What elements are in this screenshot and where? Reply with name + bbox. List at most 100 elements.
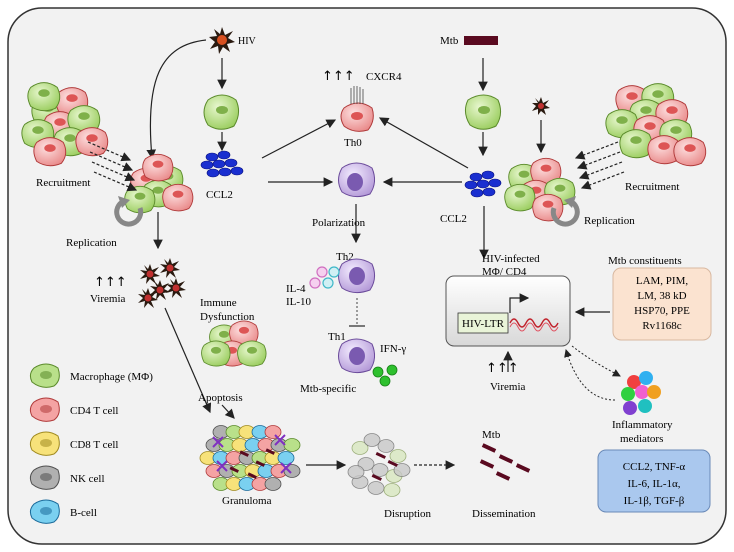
- legend-nucleus: [40, 405, 52, 413]
- th1-cell: [338, 338, 376, 374]
- granuloma-mtb: [255, 460, 265, 467]
- recruited-cell-topleft: [33, 137, 67, 167]
- hiv-label: HIV: [238, 36, 257, 47]
- immune-dysfunction-label-2: Dysfunction: [200, 311, 255, 323]
- legend-label: B-cell: [70, 507, 97, 519]
- cxcr4-cd4-cell: [340, 86, 374, 132]
- mtb-constituents-title: Mtb constituents: [608, 255, 682, 267]
- legend-nucleus: [40, 473, 52, 481]
- ccl2-to-cxcr4-arrow-left: [261, 119, 337, 159]
- constituent-line: Rv1168c: [642, 320, 681, 332]
- recruited-cell-topleft: [75, 127, 109, 157]
- disseminated-mtb-icon: [479, 443, 531, 481]
- hiv-ltr-label: HIV-LTR: [462, 318, 505, 330]
- apoptotic-mark: [212, 436, 224, 448]
- mtb-top-label: Mtb: [440, 35, 459, 47]
- hiv-virion-icon: [209, 27, 235, 54]
- disruption-label: Disruption: [384, 508, 432, 520]
- replication-icon-right: [550, 196, 580, 227]
- granuloma-cell: [283, 438, 301, 452]
- mtb-constituents-box: [612, 267, 712, 341]
- hiv-infected-cell-box: [445, 275, 571, 347]
- inflammatory-mediators-cluster: [621, 371, 661, 415]
- dysfunction-cell: [237, 340, 267, 367]
- dysfunction-cell: [229, 320, 259, 347]
- recruited-cell-topleft: [27, 82, 61, 112]
- il4-il10-cytokines: [309, 266, 340, 289]
- viremia-label-right: Viremia: [490, 381, 525, 393]
- viremia-virions-left: [138, 258, 186, 308]
- immune-dysfunction-label-1: Immune: [200, 297, 237, 309]
- ccl2-to-cxcr4-arrow-right: [378, 117, 469, 169]
- apoptosis-arrow: [221, 404, 235, 419]
- constituent-line: LAM, PIM,: [636, 275, 689, 287]
- viremia-to-granuloma-arrow: [164, 307, 212, 414]
- ifn-gamma-cytokines: [372, 364, 398, 387]
- mtb-bacterium-top: [464, 36, 498, 45]
- disrupted-cell: [367, 481, 385, 495]
- legend-nucleus: [40, 371, 52, 379]
- disrupted-mtb: [375, 451, 386, 459]
- cells-layer: [21, 82, 707, 367]
- mediator-line: IL-1β, TGF-β: [624, 495, 685, 507]
- constituent-line: HSP70, PPE: [634, 305, 690, 317]
- inflammatory-label-2: mediators: [620, 433, 663, 445]
- granuloma-mtb: [247, 472, 257, 479]
- disrupted-granuloma-icon: [347, 433, 411, 497]
- disrupted-cell: [393, 463, 411, 477]
- inflammatory-label-1: Inflammatory: [612, 419, 673, 431]
- ccl2-cluster-left: [200, 150, 244, 178]
- disrupted-cell: [383, 483, 401, 497]
- disrupted-cell: [389, 449, 407, 463]
- legend-item: Macrophage (MΦ): [29, 363, 153, 388]
- macrophage-cell-left: [203, 94, 240, 130]
- recruited-cell-topright: [673, 137, 707, 167]
- hiv-rna-strand: [509, 318, 559, 328]
- legend-item: B-cell: [29, 499, 97, 524]
- th1-label: Th1: [328, 331, 346, 343]
- apoptosis-label: Apoptosis: [198, 392, 243, 404]
- mediator-line: CCL2, TNF-α: [623, 461, 686, 473]
- apoptotic-mark: [274, 434, 286, 446]
- mtb-constituents-list: LAM, PIM, LM, 38 kD HSP70, PPE Rv1168c: [634, 275, 690, 332]
- recruitment-label-right: Recruitment: [625, 181, 679, 193]
- replicating-cell-left: [142, 153, 174, 182]
- hiv-rna-strand-2: [509, 322, 559, 332]
- macrophage-cell-right: [464, 94, 502, 130]
- cxcr4-upregulation-arrows: ↑↑↑: [322, 69, 355, 84]
- hiv-infected-label-2: MΦ/ CD4: [482, 266, 527, 278]
- legend-label: Macrophage (MΦ): [70, 371, 153, 383]
- legend-item: CD8 T cell: [29, 431, 118, 456]
- mtb-antigen-icon: [532, 97, 550, 115]
- legend-item: NK cell: [29, 465, 105, 490]
- granuloma-icon: [199, 425, 301, 491]
- constituent-line: LM, 38 kD: [637, 290, 686, 302]
- apoptotic-mark: [280, 462, 292, 474]
- replicating-cell-right: [530, 157, 562, 186]
- granuloma-cell: [264, 425, 282, 439]
- granuloma-mtb: [239, 450, 249, 457]
- legend-label: CD8 T cell: [70, 439, 118, 451]
- viremia-arrows-left: ↑↑↑: [94, 275, 127, 290]
- replication-label-left: Replication: [66, 237, 117, 249]
- inflammatory-mediators-list: CCL2, TNF-αIL-6, IL-1α, IL-1β, TGF-β: [623, 461, 686, 507]
- dissemination-label: Dissemination: [472, 508, 536, 520]
- replication-label-right: Replication: [584, 215, 635, 227]
- granuloma-label: Granuloma: [222, 495, 272, 507]
- hiv-ltr-box: [457, 312, 509, 334]
- recruitment-arrows-right: [574, 141, 625, 190]
- legend-item: CD4 T cell: [29, 397, 118, 422]
- il10-label: IL-10: [286, 296, 312, 308]
- replicating-cell-right: [504, 183, 536, 212]
- legend-nucleus: [40, 439, 52, 447]
- disrupted-cell: [363, 433, 381, 447]
- cxcr4-label: CXCR4: [366, 71, 402, 83]
- hiv-to-recruited-cells-arrow: [146, 39, 207, 160]
- legend-nucleus: [40, 507, 52, 515]
- mediator-line: IL-6, IL-1α,: [627, 478, 680, 490]
- inflammatory-mediators-box: [597, 449, 711, 513]
- th0-label: Th0: [344, 137, 362, 149]
- th0-cell: [338, 162, 376, 198]
